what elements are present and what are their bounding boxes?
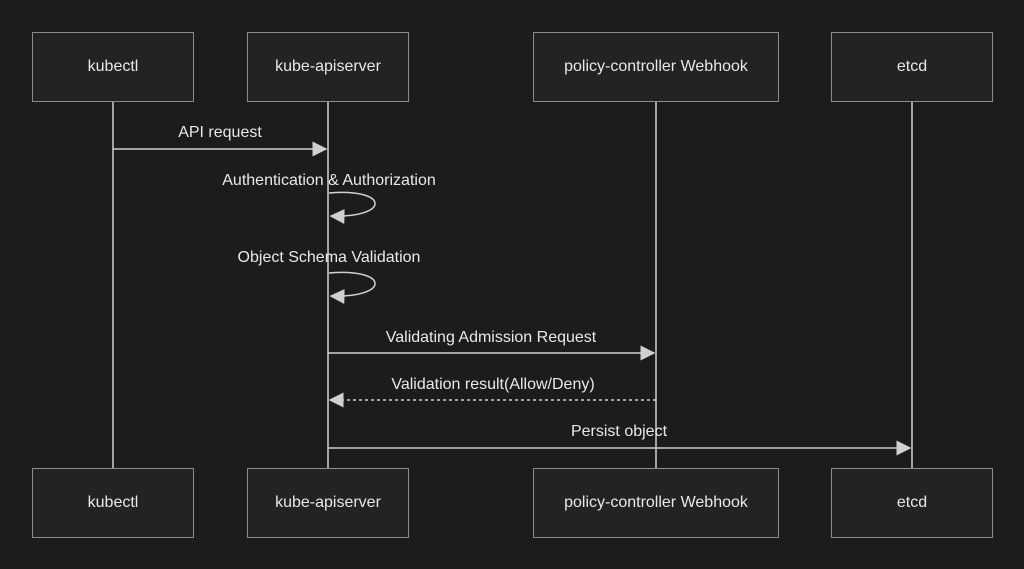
message-label-persist: Persist object — [570, 423, 668, 440]
message-label-validation-result: Validation result(Allow/Deny) — [391, 376, 595, 393]
participant-etcd-top: etcd — [831, 32, 993, 102]
message-label-schema-validation: Object Schema Validation — [237, 249, 421, 266]
participant-webhook-top: policy-controller Webhook — [533, 32, 779, 102]
participant-kubectl-top: kubectl — [32, 32, 194, 102]
participant-etcd-bottom: etcd — [831, 468, 993, 538]
message-label-api-request: API request — [178, 124, 262, 141]
participant-kubectl-bottom: kubectl — [32, 468, 194, 538]
message-label-authn-authz: Authentication & Authorization — [222, 172, 436, 189]
message-label-admission-request: Validating Admission Request — [385, 329, 597, 346]
participant-apiserver-top: kube-apiserver — [247, 32, 409, 102]
participant-apiserver-bottom: kube-apiserver — [247, 468, 409, 538]
arrow-schema-validation — [328, 271, 376, 304]
arrow-authn-authz — [328, 191, 376, 224]
participant-webhook-bottom: policy-controller Webhook — [533, 468, 779, 538]
